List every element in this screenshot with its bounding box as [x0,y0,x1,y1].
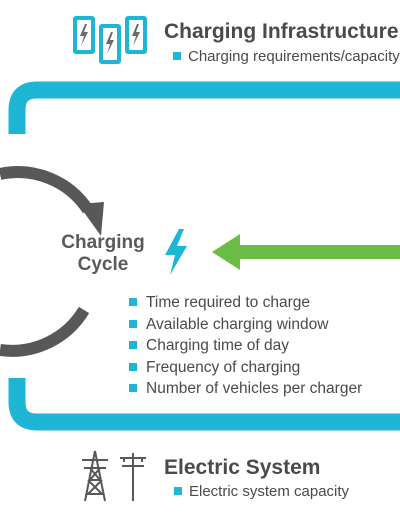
bottom-bracket [8,378,400,431]
lightning-bolt-icon [165,229,187,275]
factor-text: Available charging window [146,315,329,333]
charging-factors-list: Time required to charge Available chargi… [129,292,362,400]
cycle-arrowhead [78,202,104,236]
infrastructure-title: Charging Infrastructure [164,20,399,43]
infrastructure-subtitle-text: Charging requirements/capacity [188,48,400,65]
factor-text: Frequency of charging [146,358,301,376]
cycle-label-line1: Charging [61,232,145,253]
cycle-label-line2: Cycle [77,254,129,275]
factor-text: Charging time of day [146,337,290,355]
infrastructure-subtitle: Charging requirements/capacity [173,48,400,65]
bullet-square-icon [129,384,137,393]
bullet-square-icon [129,298,137,306]
cycle-arc-bottom [0,306,90,357]
list-item: Frequency of charging [129,357,362,379]
list-item: Time required to charge [129,292,362,314]
charger-stations-icon [73,16,147,64]
list-item: Charging time of day [129,335,362,357]
bullet-square-icon [173,52,181,60]
green-arrow [212,234,400,270]
list-item: Number of vehicles per charger [129,378,362,400]
bullet-square-icon [129,362,137,371]
transmission-tower-icon [82,450,108,502]
electric-system-subtitle-text: Electric system capacity [189,483,350,500]
factor-text: Time required to charge [146,294,310,311]
bullet-square-icon [129,319,137,328]
factor-text: Number of vehicles per charger [146,380,363,398]
bullet-square-icon [129,341,137,350]
utility-pole-icon [120,453,146,501]
cycle-arc-top [0,166,94,214]
electric-system-subtitle: Electric system capacity [174,483,349,500]
charging-cycle-label: Charging Cycle [48,232,158,276]
electric-system-title: Electric System [164,456,321,479]
top-bracket [8,81,400,134]
bullet-square-icon [174,487,182,495]
list-item: Available charging window [129,314,362,336]
